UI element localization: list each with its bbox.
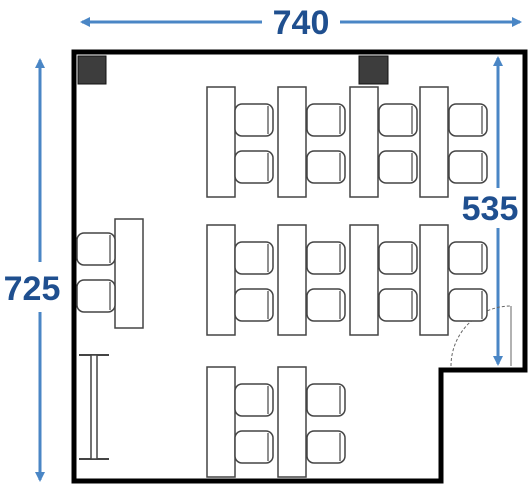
- chair: [378, 150, 418, 184]
- desk: [277, 366, 307, 478]
- chair: [378, 103, 418, 137]
- chair: [448, 288, 488, 322]
- desk: [419, 86, 449, 198]
- dimension-top: 740: [80, 4, 522, 42]
- chair: [306, 430, 346, 464]
- desk: [349, 86, 379, 198]
- chair: [234, 103, 274, 137]
- right-height-label: 535: [462, 190, 519, 228]
- dimension-right: 535: [462, 56, 519, 366]
- desk: [349, 224, 379, 336]
- chair: [76, 232, 116, 266]
- chair: [306, 150, 346, 184]
- desk: [277, 86, 307, 198]
- height-label: 725: [4, 270, 61, 308]
- front-desk: [114, 218, 144, 329]
- column-left: [77, 55, 107, 85]
- chair: [378, 241, 418, 275]
- door: [450, 305, 512, 367]
- chair: [234, 241, 274, 275]
- chair: [448, 241, 488, 275]
- chair: [234, 150, 274, 184]
- desk: [206, 366, 236, 478]
- room-walls: [71, 49, 528, 484]
- desk: [419, 224, 449, 336]
- whiteboard: [79, 354, 109, 460]
- chair: [306, 103, 346, 137]
- chair: [306, 288, 346, 322]
- desk: [206, 224, 236, 336]
- chair: [234, 430, 274, 464]
- desk-row-3: [206, 366, 346, 478]
- desk-row-1: [206, 86, 488, 198]
- desk: [277, 224, 307, 336]
- chair: [234, 288, 274, 322]
- chair: [306, 383, 346, 417]
- desk-row-2: [206, 224, 488, 336]
- chair: [76, 279, 116, 313]
- front-desk-group: [76, 218, 144, 329]
- chair: [234, 383, 274, 417]
- width-label: 740: [273, 4, 330, 42]
- desk: [206, 86, 236, 198]
- chair: [448, 103, 488, 137]
- chair: [306, 241, 346, 275]
- dimension-left: 725: [4, 58, 61, 482]
- column-right: [358, 55, 389, 85]
- chair: [448, 150, 488, 184]
- chair: [378, 288, 418, 322]
